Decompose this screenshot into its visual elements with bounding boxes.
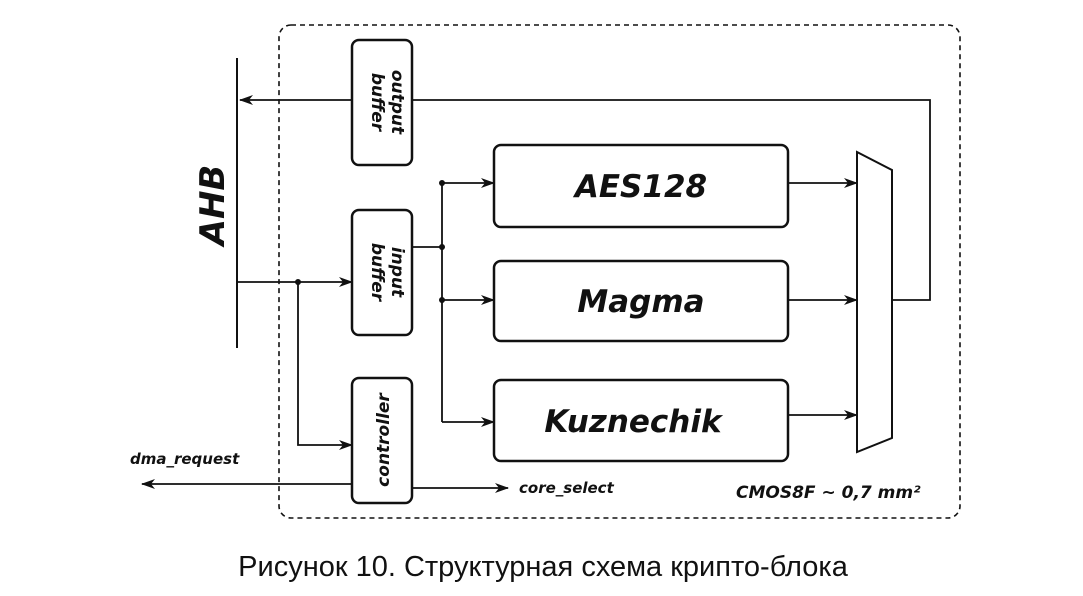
input-buffer-label: inputbuffer xyxy=(367,243,407,303)
dma-request-label: dma_request xyxy=(130,450,240,468)
output-buffer-word: output xyxy=(387,70,407,135)
input-buffer-word: buffer xyxy=(367,243,387,303)
input-buffer-box xyxy=(350,208,414,337)
technology-note: CMOS8F ~ 0,7 mm² xyxy=(736,483,921,503)
output-buffer-text: outputbuffer xyxy=(367,70,407,135)
junction-dot xyxy=(439,297,445,303)
controller-box xyxy=(350,376,414,505)
junction-dot xyxy=(295,279,301,285)
output-buffer-word: buffer xyxy=(367,73,387,133)
kuznechik-box xyxy=(492,378,790,463)
kuznechik-label: Kuznechik xyxy=(544,404,724,440)
aes128-box xyxy=(492,143,790,229)
chip-boundary xyxy=(278,24,961,519)
ahb-label: AHB xyxy=(193,165,233,249)
aes128-label: AES128 xyxy=(572,169,707,205)
multiplexer xyxy=(856,150,893,454)
ahb-to-controller-arrow xyxy=(297,282,353,450)
junction-dot xyxy=(439,244,445,250)
junction-dot xyxy=(439,180,445,186)
core-select-label: core_select xyxy=(519,479,615,497)
magma-box xyxy=(492,259,790,343)
output-buffer-label: outputbuffer xyxy=(367,70,407,135)
input-buffer-text: inputbuffer xyxy=(367,243,407,303)
magma-label: Magma xyxy=(577,284,704,320)
output-buffer-box xyxy=(350,38,414,167)
input-buffer-word: input xyxy=(387,247,407,298)
mux-to-output-wire xyxy=(412,99,931,301)
figure-caption: Рисунок 10. Структурная схема крипто-бло… xyxy=(238,551,849,583)
controller-label: controller xyxy=(374,392,394,487)
